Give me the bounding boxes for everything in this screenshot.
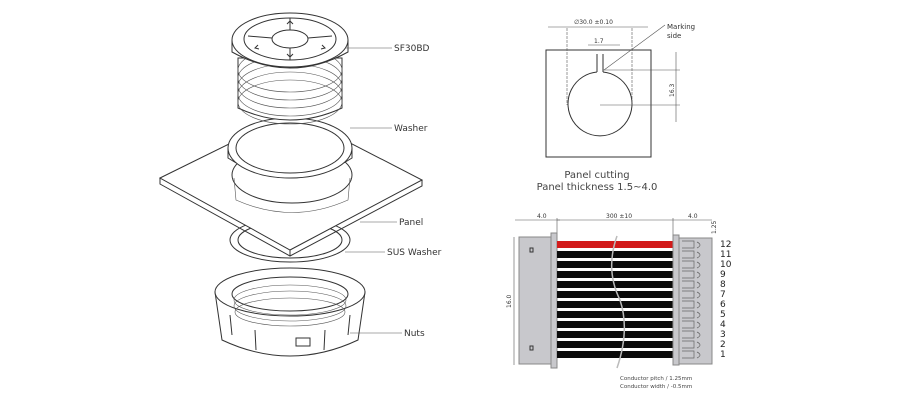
panel-cutting-drawing: ∅30.0 ±0.10 1.7 16.3 Marking side Panel … [537, 19, 695, 193]
conductors [557, 241, 673, 358]
pin-number: 1 [720, 350, 726, 360]
marking-label: Marking [667, 23, 695, 31]
pin-number: 10 [720, 260, 732, 270]
pin-number: 2 [720, 340, 726, 350]
conductor [557, 341, 673, 348]
button-sf30bd [231, 12, 349, 125]
nut [214, 267, 366, 357]
diameter-dim: ∅30.0 ±0.10 [574, 19, 613, 26]
pin-number: 8 [720, 280, 726, 290]
height-dim: 16.0 [506, 294, 513, 308]
conductor [557, 311, 673, 318]
label-sf30bd: SF30BD [394, 44, 430, 54]
connector-pin [682, 250, 701, 259]
conductor [557, 351, 673, 358]
conductor-width-note: Conductor width / -0.5mm [620, 384, 692, 390]
length-dim: 300 ±10 [606, 213, 632, 220]
flat-cable-drawing: 4.0 300 ±10 4.0 1.25 16.0 12111098765432… [506, 213, 732, 390]
connector-pin [682, 280, 701, 289]
pin-number: 3 [720, 330, 726, 340]
connector-pin [682, 260, 701, 269]
label-nuts: Nuts [404, 329, 425, 339]
pin-number: 9 [720, 270, 726, 280]
connector-pin [682, 320, 701, 329]
pin-number: 5 [720, 310, 726, 320]
pin-number: 11 [720, 250, 731, 260]
conductor-pitch-note: Conductor pitch / 1.25mm [620, 376, 692, 382]
conductor [557, 331, 673, 338]
conductor [557, 301, 673, 308]
connector-pin [682, 350, 701, 359]
key-width-dim: 1.7 [594, 38, 604, 45]
panel-thickness-caption: Panel thickness 1.5~4.0 [537, 182, 658, 193]
conductor [557, 281, 673, 288]
panel-cutting-caption: Panel cutting [564, 170, 629, 181]
connector-pin [682, 290, 701, 299]
pin-number: 6 [720, 300, 726, 310]
right-dim: 4.0 [688, 213, 698, 220]
marking-label-side: side [667, 32, 681, 40]
pin-number: 7 [720, 290, 726, 300]
exploded-view: SF30BD Washer Panel SUS Washer Nuts [158, 12, 442, 357]
connector-pin [682, 240, 701, 249]
conductor [557, 321, 673, 328]
conductor [557, 261, 673, 268]
connector-pin [682, 330, 701, 339]
conductor [557, 251, 673, 258]
pin-number: 4 [720, 320, 726, 330]
connector-pin [682, 270, 701, 279]
left-dim: 4.0 [537, 213, 547, 220]
connector-pin [682, 340, 701, 349]
connector-pin [682, 310, 701, 319]
washer [227, 117, 353, 179]
label-sus-washer: SUS Washer [387, 248, 442, 258]
label-panel: Panel [399, 218, 423, 228]
pin-number: 12 [720, 240, 731, 250]
key-height-dim: 16.3 [669, 83, 676, 97]
connector-pin [682, 300, 701, 309]
right-connector [672, 234, 680, 366]
pitch-dim: 1.25 [711, 220, 718, 234]
left-connector [518, 236, 554, 365]
label-washer: Washer [394, 124, 428, 134]
conductor [557, 271, 673, 278]
leaders [345, 47, 402, 334]
conductor [557, 291, 673, 298]
